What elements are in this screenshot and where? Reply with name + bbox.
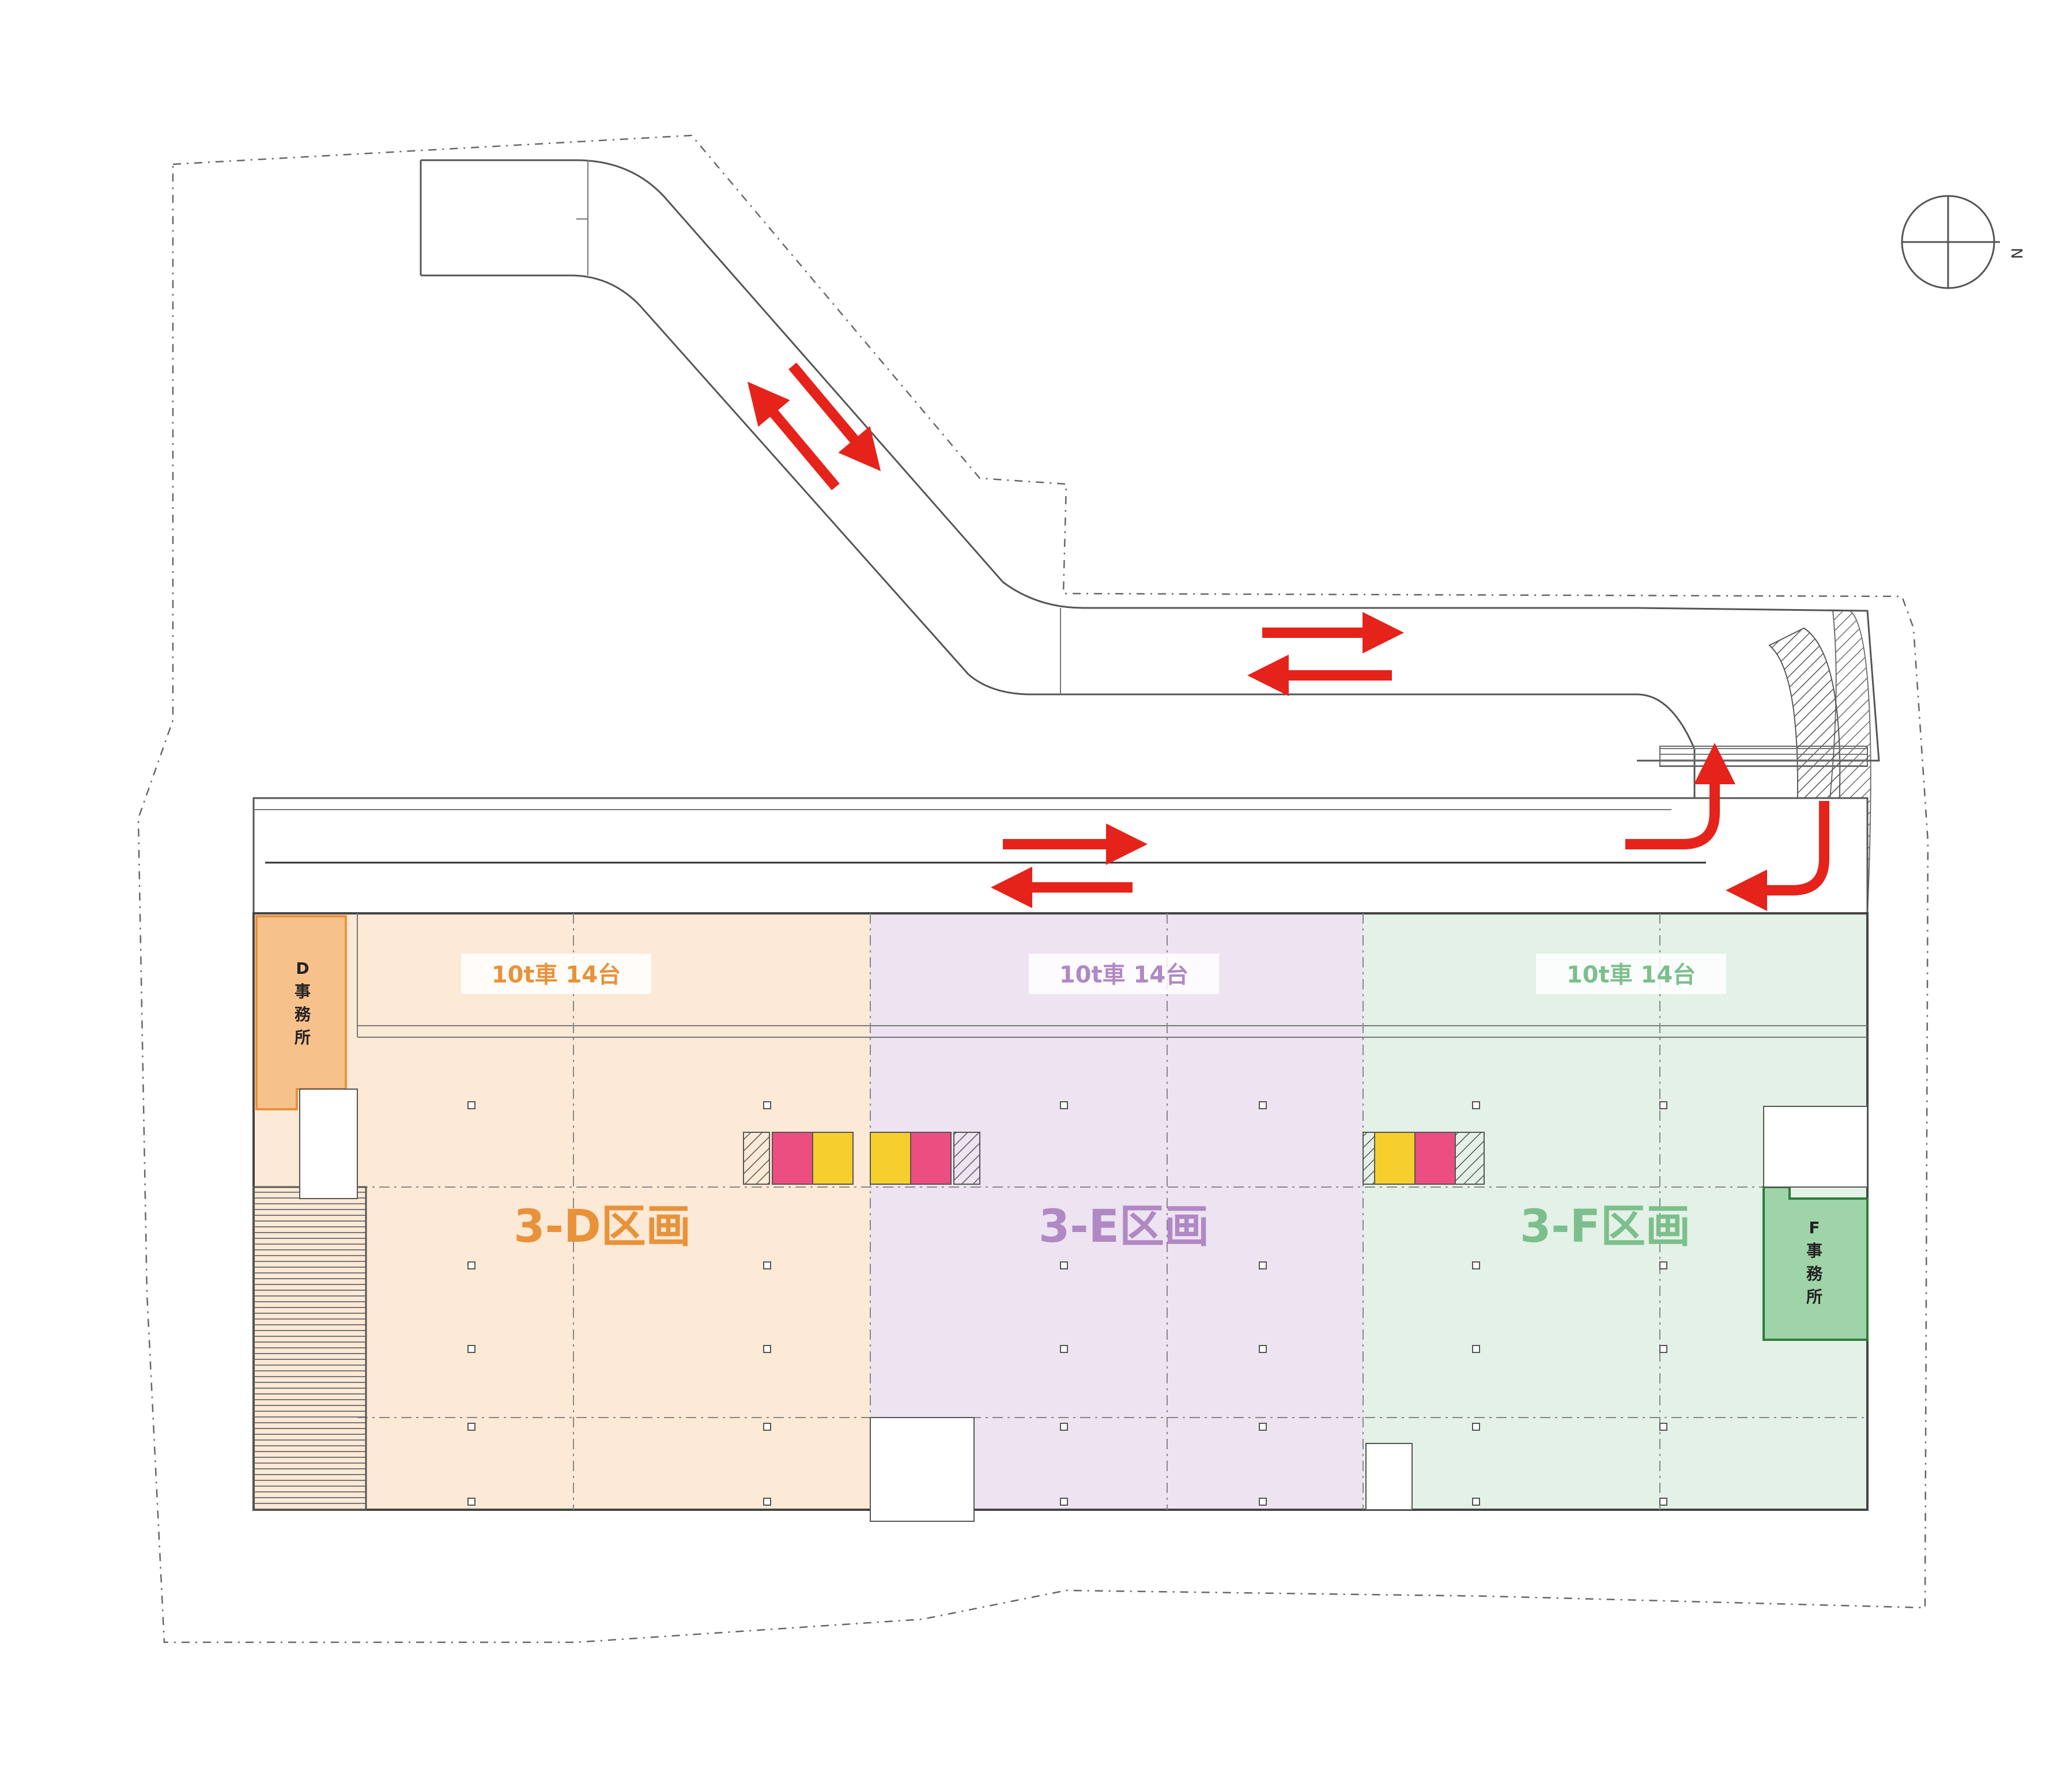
zone-f-title: 3-F区画: [1520, 1201, 1690, 1253]
zone-f-office-label-4: 所: [1806, 1287, 1822, 1306]
lift-cluster-f: [1363, 1132, 1485, 1185]
zone-f-office-label-2: 事: [1806, 1241, 1822, 1260]
lift-cluster-de: [743, 1132, 980, 1185]
truck-road: [252, 797, 1869, 914]
zone-d-office-label-4: 所: [295, 1028, 311, 1047]
zone-d-office: D 事 務 所: [255, 915, 347, 1110]
zone-f-bay-label-bg: [1536, 954, 1726, 994]
zone-f-office: F 事 務 所: [1762, 1186, 1869, 1341]
stair-block: [252, 1186, 367, 1511]
zone-d-office-label-2: 事: [295, 982, 311, 1001]
zone-d-office-label-3: 務: [295, 1005, 311, 1024]
core-rooms: [299, 1089, 1868, 1522]
zone-e-title: 3-E区画: [1039, 1201, 1209, 1253]
column-markers: [467, 1101, 1667, 1506]
structural-grid: [357, 913, 1867, 1510]
traffic-arrow-icon: [1625, 743, 1735, 849]
traffic-arrow-icon: [1726, 801, 1829, 911]
traffic-arrow-icon: [747, 381, 840, 490]
north-arrow-icon: N: [1901, 195, 2025, 289]
site-boundary: [137, 134, 1929, 1643]
zone-e-bay-label-bg: [1029, 954, 1219, 994]
zone-d-office-label-1: D: [296, 959, 309, 978]
zone-d-bay-label: 10t車 14台: [492, 962, 621, 988]
zone-e-area: [870, 913, 1363, 1510]
traffic-arrow-icon: [788, 362, 881, 471]
zone-e-bay-label: 10t車 14台: [1059, 962, 1188, 988]
zone-f-bay-label: 10t車 14台: [1567, 962, 1696, 988]
traffic-arrows: [747, 362, 1829, 911]
zone-d-bay-label-bg: [461, 954, 651, 994]
zone-f-office-label-3: 務: [1806, 1264, 1823, 1283]
north-label: N: [2007, 248, 2025, 259]
zone-d-title: 3-D区画: [514, 1201, 690, 1253]
zone-f-office-label-1: F: [1809, 1218, 1820, 1237]
